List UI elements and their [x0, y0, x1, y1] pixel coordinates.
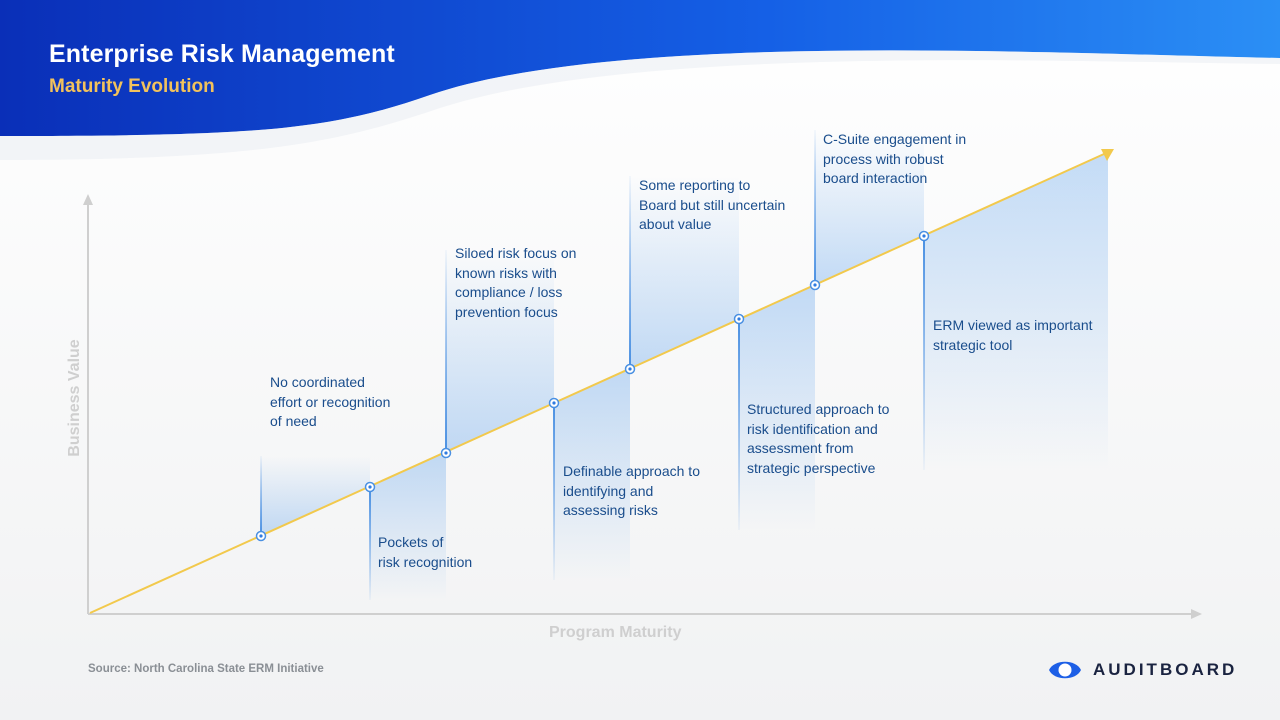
stage-label-3: Siloed risk focus on known risks with co… — [455, 245, 577, 320]
stage-label-5: Some reporting to Board but still uncert… — [639, 177, 786, 232]
stage-pointer-7 — [814, 130, 816, 285]
y-axis-label: Business Value — [66, 339, 83, 457]
stage-label-2: Pockets of risk recognition — [378, 534, 473, 570]
x-axis-arrow-icon — [1191, 609, 1202, 619]
stage-pointer-2 — [369, 487, 371, 600]
stage-marker-center-4 — [552, 401, 556, 405]
stage-pointer-1 — [260, 456, 262, 536]
stage-pointer-3 — [445, 250, 447, 453]
stage-label-6: Structured approach to risk identificati… — [747, 401, 890, 476]
stage-shade-8 — [924, 152, 1108, 471]
trend-arrow-icon — [1101, 149, 1114, 161]
y-axis-arrow-icon — [83, 194, 93, 205]
source-note: Source: North Carolina State ERM Initiat… — [88, 663, 324, 675]
stage-label-8: ERM viewed as important strategic tool — [933, 317, 1093, 353]
stage-label-7: C-Suite engagement in process with robus… — [823, 131, 967, 186]
stage-shade-3 — [446, 250, 554, 453]
page-title: Enterprise Risk Management — [49, 40, 395, 68]
stage-label-4: Definable approach to identifying and as… — [563, 463, 700, 518]
stage-pointer-8 — [923, 236, 925, 470]
brand-name: AUDITBOARD — [1093, 660, 1238, 679]
auditboard-logo-icon — [1049, 661, 1081, 679]
brand-logo: AUDITBOARD — [1048, 656, 1237, 684]
stage-marker-center-3 — [444, 451, 448, 455]
stage-shade-4 — [554, 368, 630, 580]
stage-shade-2 — [370, 451, 446, 600]
stage-pointer-4 — [553, 403, 555, 580]
stage-pointer-6 — [738, 319, 740, 530]
stage-shade-1 — [261, 456, 370, 536]
stage-pointer-5 — [629, 176, 631, 369]
x-axis-label: Program Maturity — [549, 624, 682, 641]
stage-marker-center-2 — [368, 485, 372, 489]
page-subtitle: Maturity Evolution — [49, 76, 215, 97]
stage-shade-7 — [815, 130, 924, 285]
stage-marker-center-7 — [813, 283, 817, 287]
stage-shade-5 — [630, 176, 739, 369]
stage-marker-center-1 — [259, 534, 263, 538]
stage-marker-center-5 — [628, 367, 632, 371]
stage-marker-center-6 — [737, 317, 741, 321]
stage-marker-center-8 — [922, 234, 926, 238]
stage-label-1: No coordinated effort or recognition of … — [270, 374, 391, 429]
stage-shade-6 — [739, 284, 815, 530]
